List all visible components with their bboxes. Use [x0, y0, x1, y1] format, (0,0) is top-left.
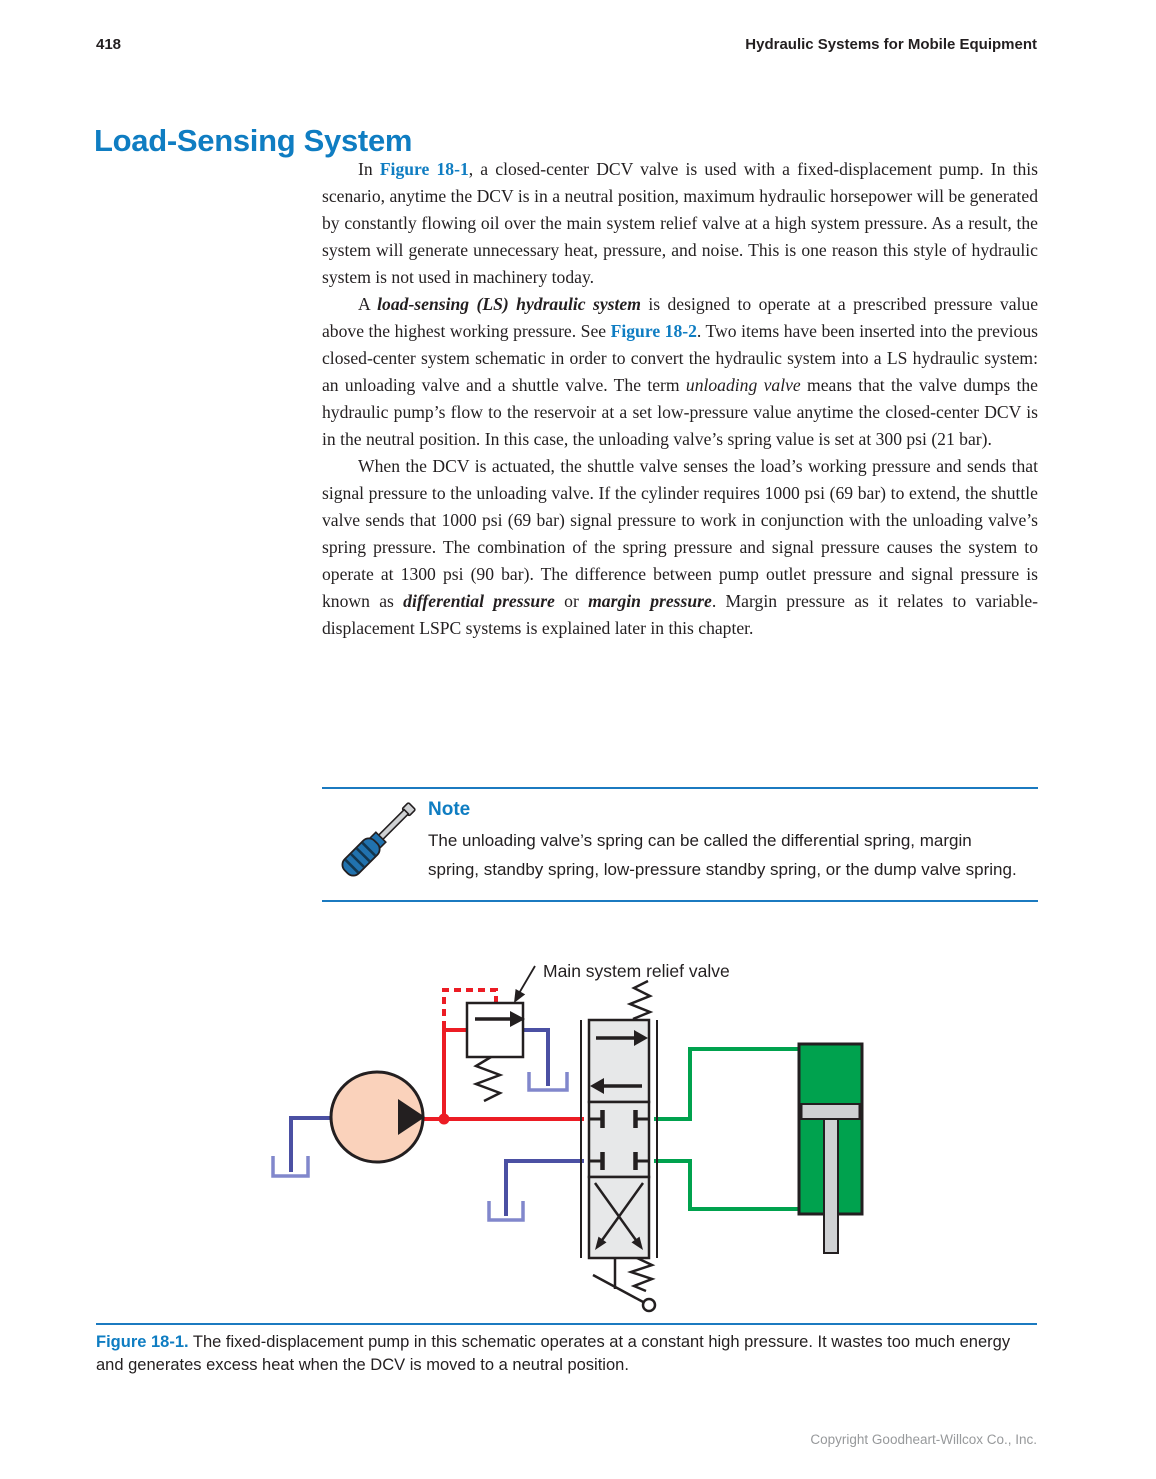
book-title: Hydraulic Systems for Mobile Equipment [745, 36, 1037, 53]
closed-center-dcv [580, 979, 658, 1313]
note-body: The unloading valve’s spring can be call… [428, 831, 1017, 880]
rod-end-line [654, 1159, 799, 1211]
dcv-spring-bottom [627, 1256, 656, 1293]
note-callout: Note The unloading valve’s spring can be… [322, 787, 1038, 902]
pilot-line-dashed [442, 988, 498, 1028]
reservoir-tank-icon [271, 1156, 310, 1178]
cap-end-line [654, 1047, 799, 1121]
dcv-tank-line [504, 1159, 584, 1216]
shifter-lever [592, 1258, 657, 1313]
reservoir-tank-icon [527, 1072, 569, 1092]
relief-spring-icon [472, 1055, 504, 1103]
copyright-footer: Copyright Goodheart-Willcox Co., Inc. [810, 1432, 1037, 1447]
relief-drain-line [523, 1028, 550, 1086]
reservoir-symbols [271, 1072, 569, 1222]
tank-return-lines [289, 1028, 584, 1216]
dcv-spring-top [626, 979, 654, 1021]
cylinder-piston [800, 1103, 861, 1120]
screwdriver-icon [341, 802, 416, 877]
paragraph-2: A load-sensing (LS) hydraulic system is … [322, 294, 1038, 449]
figure-caption-text: The fixed-displacement pump in this sche… [96, 1333, 1011, 1374]
main-system-relief-valve [465, 1001, 525, 1103]
reservoir-tank-icon [487, 1201, 525, 1222]
junction-dot [438, 1113, 450, 1125]
working-lines [654, 1047, 799, 1211]
page-number: 418 [96, 36, 122, 53]
paragraph-1: In Figure 18-1, a closed-center DCV valv… [322, 159, 1038, 287]
pump-suction-line [289, 1116, 334, 1172]
cylinder-rod [823, 1109, 839, 1254]
blocked-port-symbols [589, 1110, 649, 1170]
note-heading: Note [428, 799, 471, 820]
relief-valve-label: Main system relief valve [543, 961, 730, 981]
relief-branch-line [442, 1028, 467, 1119]
hydraulic-cylinder [797, 1042, 864, 1254]
running-head: 418 Hydraulic Systems for Mobile Equipme… [96, 36, 1037, 53]
flow-arrowhead [510, 1011, 525, 1027]
paragraph-3: When the DCV is actuated, the shuttle va… [322, 456, 1038, 638]
relief-valve-callout: Main system relief valve [514, 961, 730, 1003]
pump-flow-triangle [398, 1099, 425, 1135]
hydraulic-schematic: Main system relief valve [271, 961, 864, 1313]
page-title: Load-Sensing System [94, 122, 413, 158]
fixed-displacement-pump [329, 1070, 425, 1164]
figure-caption-label: Figure 18-1. [96, 1333, 189, 1351]
figure-caption: Figure 18-1. The fixed-displacement pump… [96, 1323, 1037, 1376]
dcv-position-neutral [587, 1100, 651, 1179]
body-text: In Figure 18-1, a closed-center DCV valv… [322, 156, 1038, 642]
